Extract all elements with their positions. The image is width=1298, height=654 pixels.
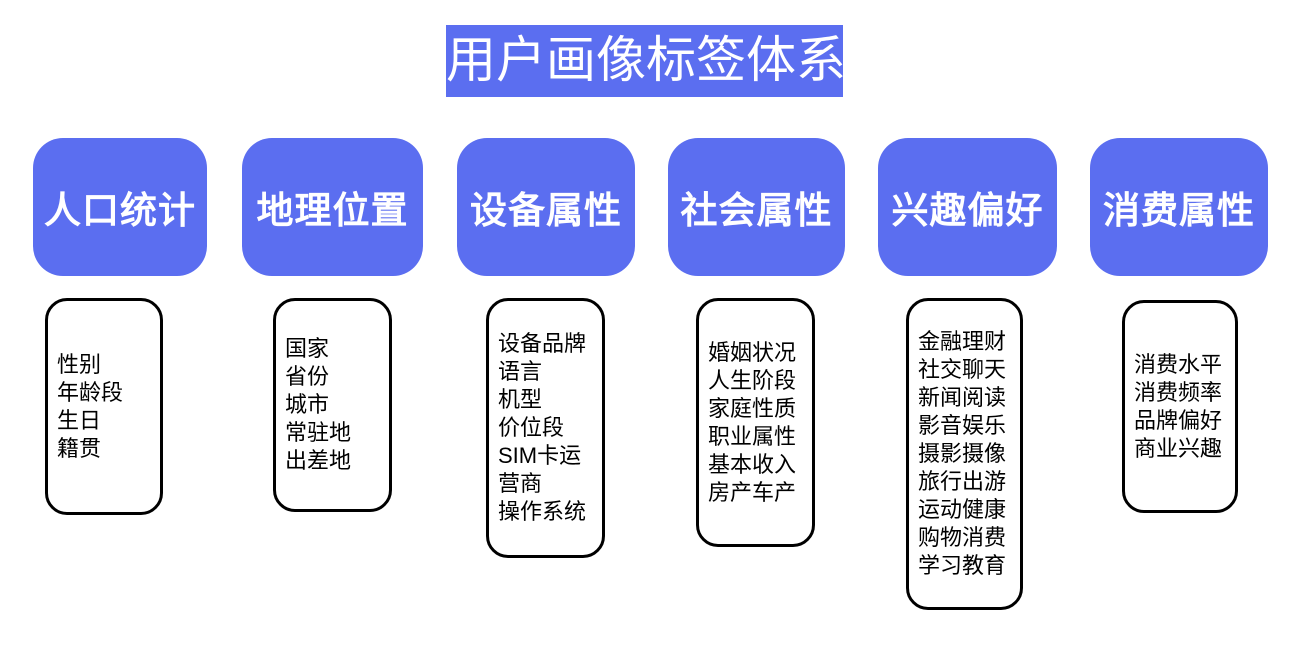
- category-box-interest: 兴趣偏好: [878, 138, 1057, 276]
- item-box-device: 设备品牌 语言 机型 价位段 SIM卡运 营商 操作系统: [486, 298, 605, 558]
- tag-item: 设备品牌: [498, 331, 587, 356]
- tag-item: 国家: [285, 336, 330, 361]
- tag-item: 金融理财: [918, 329, 1007, 354]
- tag-item: 价位段: [498, 415, 565, 440]
- tag-item: 消费频率: [1134, 379, 1223, 405]
- tag-item: 操作系统: [498, 499, 587, 524]
- tag-item: 购物消费: [918, 525, 1007, 550]
- category-box-social: 社会属性: [668, 138, 845, 276]
- item-box-demographics: 性别 年龄段 生日 籍贯: [45, 298, 163, 515]
- tag-item: 性别: [57, 351, 102, 377]
- tag-item: 生日: [57, 407, 102, 433]
- category-box-device: 设备属性: [457, 138, 635, 276]
- tag-item: 语言: [498, 359, 543, 384]
- tag-item: 新闻阅读: [918, 385, 1007, 410]
- tag-item: 社交聊天: [918, 357, 1007, 382]
- item-box-geography: 国家 省份 城市 常驻地 出差地: [273, 298, 392, 512]
- tag-item: 旅行出游: [918, 469, 1007, 494]
- tag-item: 籍贯: [57, 435, 102, 461]
- tag-item: 消费水平: [1134, 351, 1223, 377]
- category-label-demographics: 人口统计: [44, 190, 196, 231]
- category-box-geography: 地理位置: [242, 138, 423, 276]
- tag-item: 运动健康: [918, 497, 1007, 522]
- tag-item: 家庭性质: [708, 395, 797, 421]
- tag-item: 营商: [498, 471, 543, 496]
- tag-item: 影音娱乐: [918, 413, 1007, 438]
- tag-item: 年龄段: [57, 379, 124, 405]
- tag-item: 机型: [498, 387, 543, 412]
- category-label-consumption: 消费属性: [1103, 190, 1255, 231]
- category-label-device: 设备属性: [470, 190, 622, 231]
- tag-item: 商业兴趣: [1134, 435, 1223, 461]
- tag-item: SIM卡运: [498, 443, 582, 468]
- tag-item: 品牌偏好: [1134, 407, 1223, 433]
- page-title: 用户画像标签体系: [446, 25, 846, 97]
- category-label-geography: 地理位置: [256, 190, 409, 231]
- item-box-interest: 金融理财 社交聊天 新闻阅读 影音娱乐 摄影摄像 旅行出游 运动健康 购物消费 …: [906, 298, 1023, 610]
- category-label-interest: 兴趣偏好: [891, 190, 1044, 231]
- tag-item: 学习教育: [918, 553, 1007, 578]
- tag-item: 摄影摄像: [918, 441, 1007, 466]
- tag-item: 人生阶段: [708, 367, 797, 393]
- item-box-social: 婚姻状况 人生阶段 家庭性质 职业属性 基本收入 房产车产: [696, 298, 815, 547]
- category-label-social: 社会属性: [680, 190, 833, 231]
- tag-item: 出差地: [285, 448, 352, 473]
- item-box-consumption: 消费水平 消费频率 品牌偏好 商业兴趣: [1122, 300, 1238, 513]
- category-box-consumption: 消费属性: [1090, 138, 1268, 276]
- tag-item: 婚姻状况: [708, 339, 797, 365]
- tag-item: 省份: [285, 364, 330, 389]
- tag-item: 常驻地: [285, 420, 352, 445]
- tag-item: 基本收入: [708, 451, 797, 477]
- tag-item: 职业属性: [708, 423, 797, 449]
- category-box-demographics: 人口统计: [33, 138, 207, 276]
- tag-item: 城市: [285, 392, 330, 417]
- tag-item: 房产车产: [708, 479, 797, 505]
